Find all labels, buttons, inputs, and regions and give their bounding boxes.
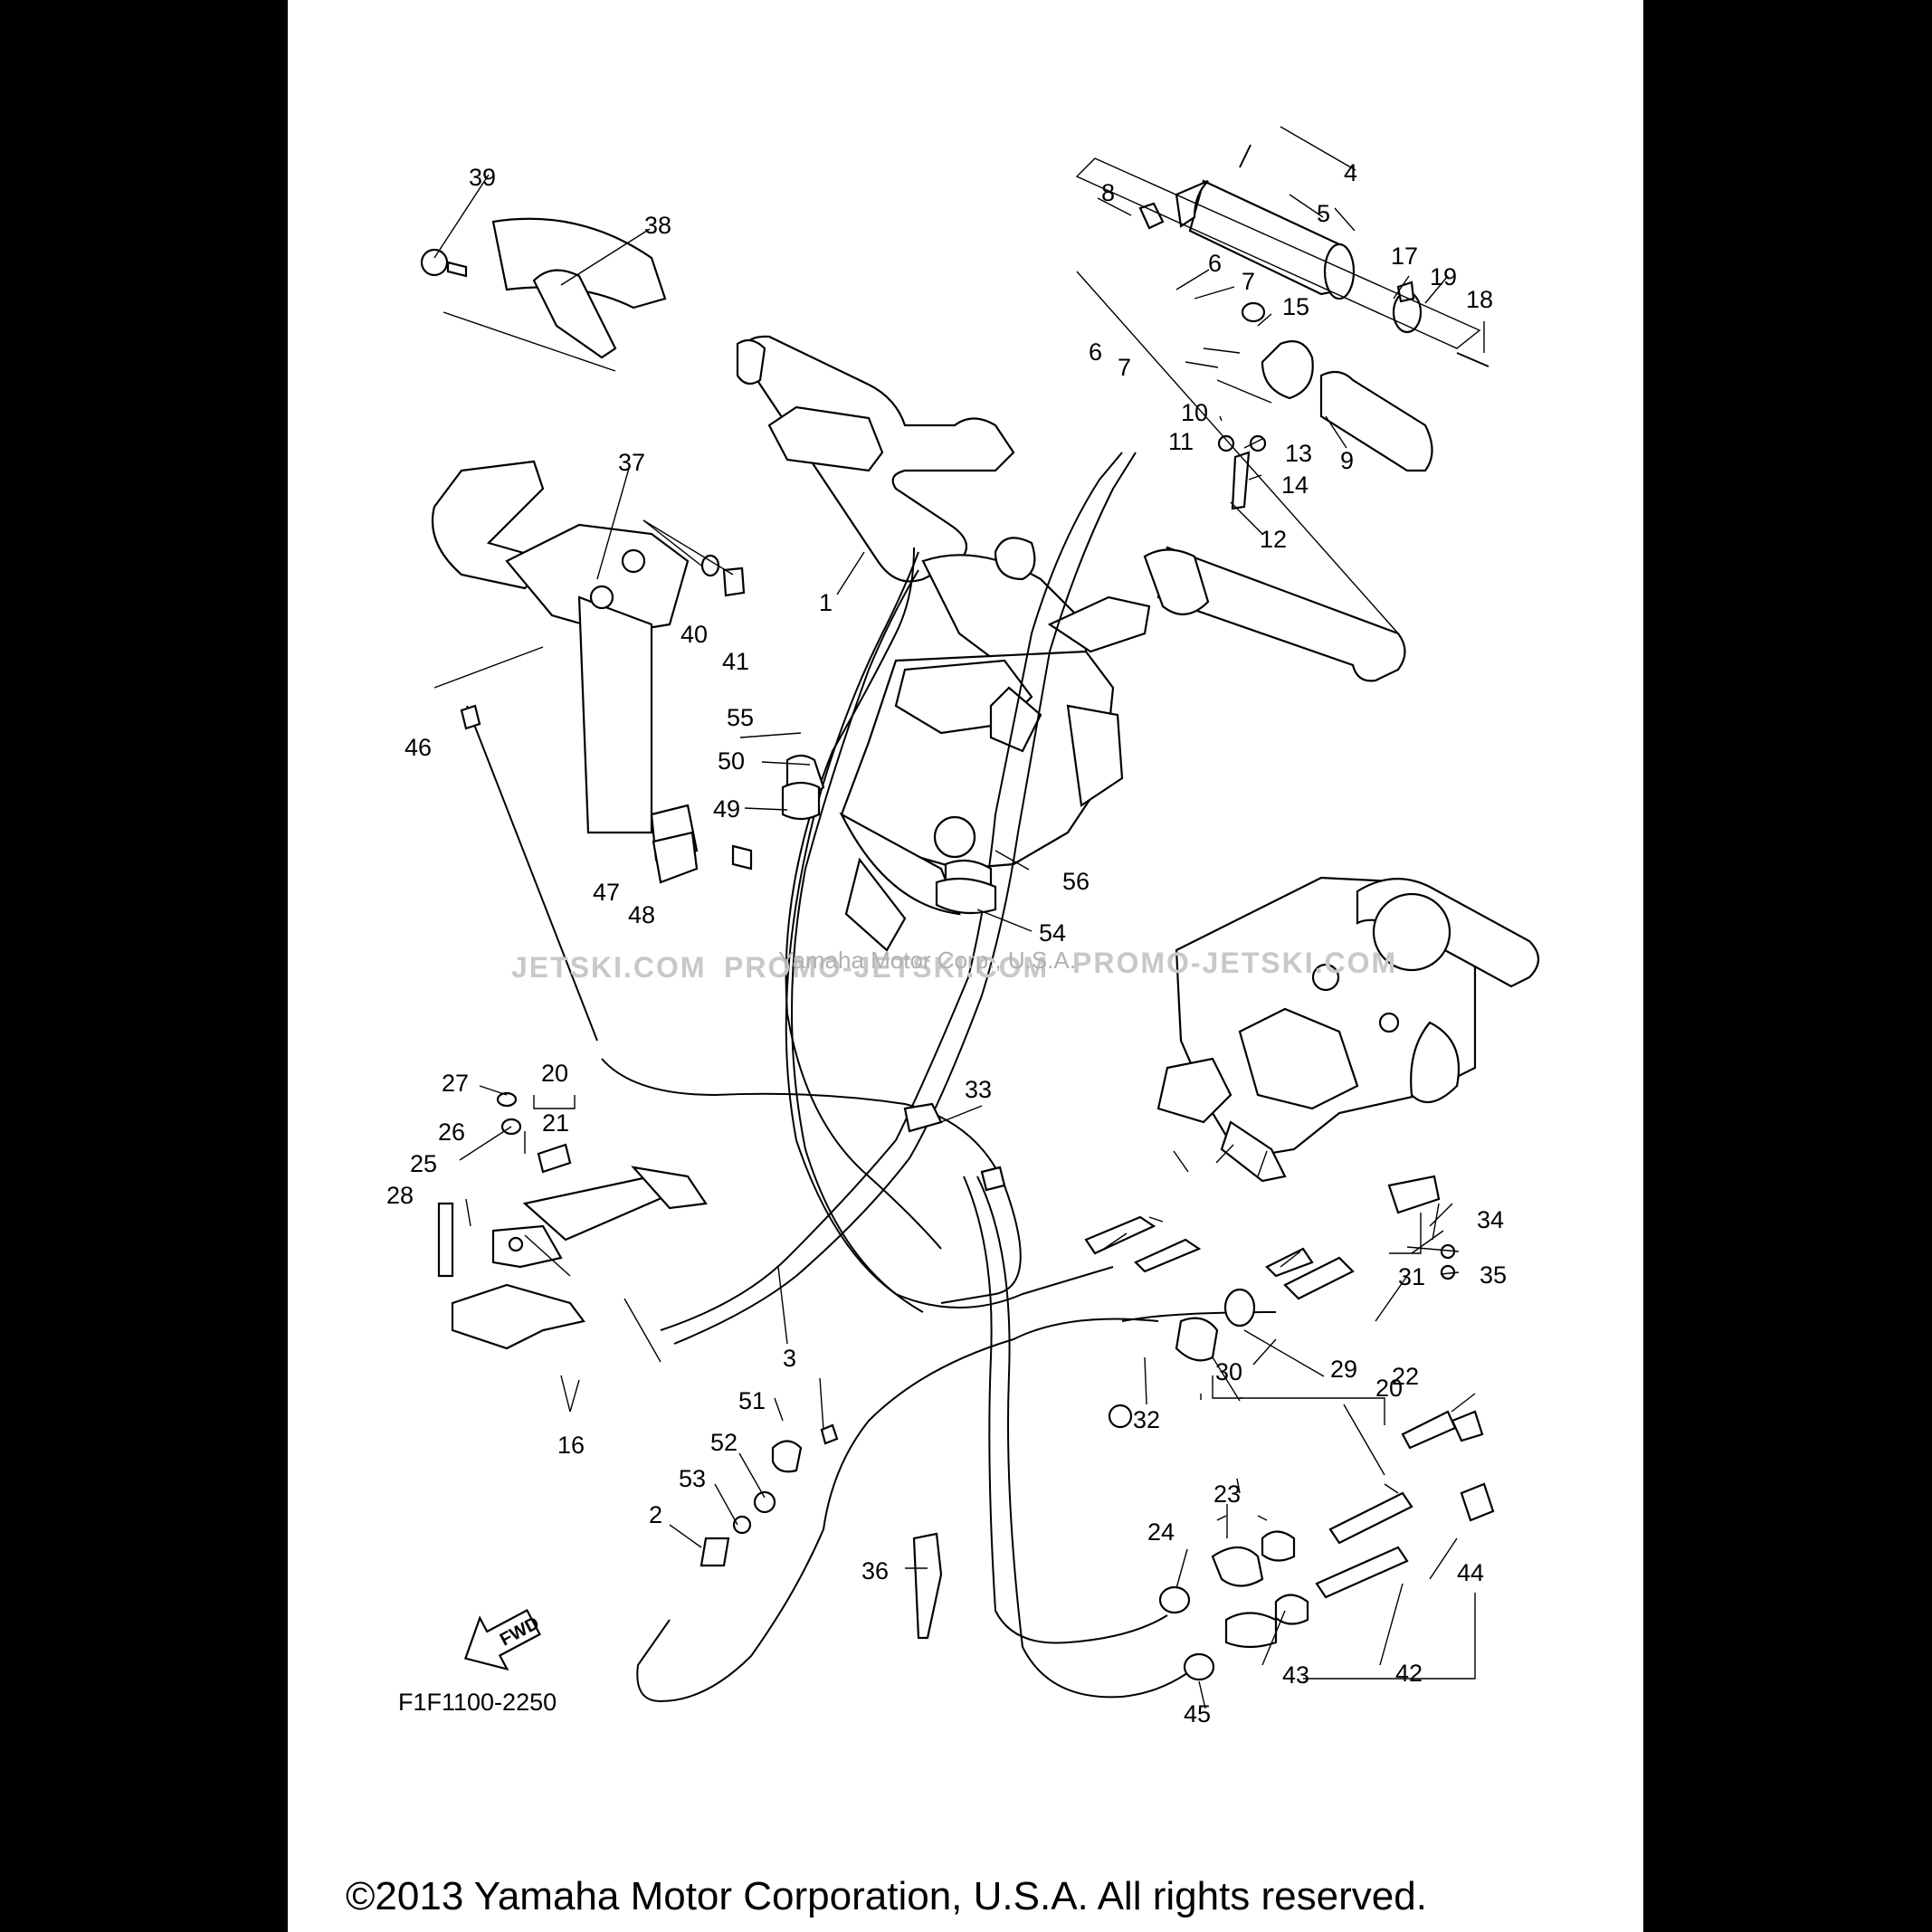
callout-34: 34 <box>1477 1206 1504 1233</box>
callout-44: 44 <box>1457 1559 1484 1586</box>
handlebar-assembly <box>736 335 1406 682</box>
watermark-jetski: JETSKI.COM <box>511 951 707 984</box>
callout-17: 17 <box>1391 243 1418 270</box>
callout-33: 33 <box>965 1076 992 1103</box>
callout-37: 37 <box>618 449 645 476</box>
callout-18: 18 <box>1466 286 1493 313</box>
watermark-yamaha: Yamaha Motor Corp., U.S.A. <box>778 947 1076 974</box>
connector-hardware <box>700 754 1495 1681</box>
callout-31: 31 <box>1398 1263 1425 1290</box>
callout-48: 48 <box>628 901 655 928</box>
callout-5: 5 <box>1317 200 1330 227</box>
callout-36: 36 <box>861 1557 889 1585</box>
watermark-promo-1: PROMO-JETSKI.COM <box>724 951 1049 984</box>
callout-11: 11 <box>1168 428 1194 455</box>
callout-labels: 1 2 3 4 5 6 7 6 7 8 9 10 11 12 13 14 15 … <box>386 159 1507 1727</box>
callout-20b: 20 <box>1375 1375 1403 1402</box>
group-outlines <box>433 157 1481 689</box>
callout-9: 9 <box>1340 447 1354 474</box>
callout-35: 35 <box>1480 1261 1507 1289</box>
callout-53: 53 <box>679 1465 706 1492</box>
callout-21: 21 <box>542 1109 569 1137</box>
callout-16: 16 <box>557 1432 585 1459</box>
callout-3: 3 <box>783 1345 796 1372</box>
bracket-lines <box>533 1095 1476 1680</box>
callout-39: 39 <box>469 164 496 191</box>
throttle-body <box>1156 876 1540 1183</box>
callout-6a: 6 <box>1208 250 1222 277</box>
callout-29: 29 <box>1330 1356 1357 1383</box>
watermark: JETSKI.COM PROMO-JETSKI.COM PROMO-JETSKI… <box>511 947 1397 984</box>
callout-20a: 20 <box>541 1060 568 1087</box>
callout-32: 32 <box>1133 1406 1160 1433</box>
callout-19: 19 <box>1430 263 1457 290</box>
callout-54: 54 <box>1039 919 1066 947</box>
callout-12: 12 <box>1260 526 1287 553</box>
callout-28: 28 <box>386 1182 414 1209</box>
brake-lever-parts <box>420 217 753 1042</box>
callout-1: 1 <box>819 589 833 616</box>
callout-51: 51 <box>738 1387 766 1414</box>
callout-14: 14 <box>1281 471 1309 499</box>
callout-23: 23 <box>1213 1480 1241 1508</box>
callout-6b: 6 <box>1089 338 1102 366</box>
callout-22: 22 <box>1392 1363 1419 1390</box>
callout-30: 30 <box>1215 1358 1242 1385</box>
callout-38: 38 <box>644 212 671 239</box>
copyright-notice: ©2013 Yamaha Motor Corporation, U.S.A. A… <box>346 1874 1427 1918</box>
callout-15: 15 <box>1282 293 1309 320</box>
callout-56: 56 <box>1062 868 1090 895</box>
steering-column <box>839 650 1124 952</box>
callout-8: 8 <box>1101 179 1115 206</box>
callout-47: 47 <box>593 879 620 906</box>
cables <box>601 452 1277 1703</box>
callout-26: 26 <box>438 1118 465 1146</box>
callout-41: 41 <box>722 648 749 675</box>
callout-7b: 7 <box>1118 354 1131 381</box>
callout-52: 52 <box>710 1429 738 1456</box>
fwd-arrow-icon: FWD <box>463 1609 543 1671</box>
callout-43: 43 <box>1282 1661 1309 1689</box>
callout-13: 13 <box>1285 440 1312 467</box>
callout-25: 25 <box>410 1150 437 1177</box>
callout-40: 40 <box>680 621 708 648</box>
leader-lines <box>433 126 1485 1709</box>
callout-45: 45 <box>1184 1700 1211 1727</box>
throttle-lever-assembly <box>437 1091 708 1350</box>
callout-24: 24 <box>1147 1518 1175 1546</box>
right-grip-assembly <box>1138 144 1489 510</box>
callout-42: 42 <box>1395 1660 1423 1687</box>
callout-55: 55 <box>727 704 754 731</box>
callout-46: 46 <box>404 734 432 761</box>
watermark-promo-2: PROMO-JETSKI.COM <box>1072 947 1397 979</box>
callout-27: 27 <box>442 1070 469 1097</box>
diagram-code: F1F1100-2250 <box>398 1689 557 1716</box>
callout-2: 2 <box>649 1501 662 1528</box>
callout-49: 49 <box>713 795 740 823</box>
callout-7a: 7 <box>1242 268 1255 295</box>
callout-4: 4 <box>1344 159 1357 186</box>
callout-50: 50 <box>718 747 745 775</box>
callout-10: 10 <box>1181 399 1208 426</box>
